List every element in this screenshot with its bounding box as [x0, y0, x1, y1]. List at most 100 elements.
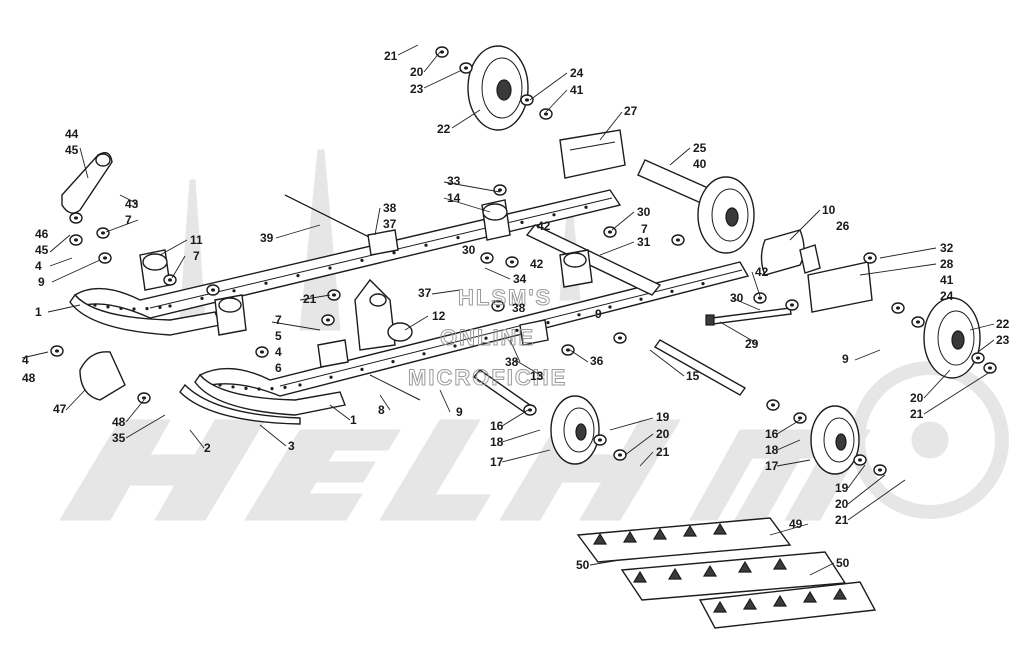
callout-7: 7 — [641, 222, 648, 236]
callout-21: 21 — [656, 445, 670, 459]
leader-line — [259, 424, 287, 447]
leader-line — [509, 339, 521, 363]
leader-line — [776, 419, 801, 435]
cleat — [737, 560, 753, 573]
block-38-upper — [367, 229, 399, 256]
washer-hole — [771, 403, 775, 407]
cleat — [632, 570, 648, 583]
washer-hole — [74, 238, 78, 242]
cleat — [682, 524, 698, 537]
leader-line — [443, 197, 491, 213]
rail-hole — [283, 385, 287, 389]
rail-hole — [119, 306, 123, 310]
rear-bracket-28 — [807, 261, 873, 313]
callout-33: 33 — [447, 174, 461, 188]
callout-45: 45 — [65, 143, 79, 157]
idler-wheel-mid-right-17 — [810, 405, 860, 475]
washer-hole — [618, 453, 622, 457]
leader-line — [451, 109, 481, 129]
rail-hole — [296, 274, 300, 278]
callout-9: 9 — [842, 352, 849, 366]
washer-hole — [566, 348, 570, 352]
leader-line — [854, 349, 881, 361]
callout-20: 20 — [835, 497, 849, 511]
cleat — [772, 557, 788, 570]
leader-line — [439, 389, 451, 413]
rail-hole — [270, 387, 274, 391]
leader-line — [299, 294, 331, 301]
callout-24: 24 — [570, 66, 584, 80]
rail-hole — [520, 220, 524, 224]
callout-7: 7 — [125, 213, 132, 227]
callout-19: 19 — [656, 410, 670, 424]
washer-hole — [916, 320, 920, 324]
callout-38: 38 — [512, 301, 526, 315]
washers-and-nuts — [50, 46, 997, 476]
callout-16: 16 — [765, 427, 779, 441]
rail-hole — [231, 385, 235, 389]
block-38-lower — [519, 319, 549, 346]
callout-47: 47 — [53, 402, 67, 416]
callout-23: 23 — [996, 333, 1010, 347]
rail-hole — [132, 307, 136, 311]
callout-3: 3 — [288, 439, 295, 453]
washer-hole — [485, 256, 489, 260]
logo-spire-center — [299, 149, 341, 331]
leader-line — [589, 559, 621, 566]
callout-17: 17 — [490, 455, 504, 469]
logo-letter-l — [379, 419, 491, 521]
callout-30: 30 — [637, 205, 651, 219]
rail-hole — [360, 258, 364, 262]
rail-hole — [392, 251, 396, 255]
rail-hole — [218, 383, 222, 387]
callout-17: 17 — [765, 459, 779, 473]
rail-hole — [232, 289, 236, 293]
leader-line — [789, 209, 821, 241]
callout-12: 12 — [432, 309, 446, 323]
callout-42: 42 — [537, 219, 551, 233]
leader-line — [639, 451, 654, 467]
callout-26: 26 — [836, 219, 850, 233]
callout-21: 21 — [910, 407, 924, 421]
rail-hole — [391, 360, 395, 364]
leader-line — [751, 271, 761, 297]
callout-22: 22 — [996, 317, 1010, 331]
leader-line — [443, 181, 501, 193]
logo-wheel-hub — [911, 421, 949, 459]
rail-hole — [515, 328, 519, 332]
washer-hole — [142, 396, 146, 400]
washer-hole — [598, 438, 602, 442]
leader-line — [125, 414, 166, 439]
callout-13: 13 — [530, 369, 544, 383]
callout-21: 21 — [384, 49, 398, 63]
right-rail-front-curve — [194, 373, 346, 416]
leader-line — [669, 147, 691, 166]
rail-hole — [422, 352, 426, 356]
logo-letter-e — [244, 429, 401, 521]
callout-32: 32 — [940, 241, 954, 255]
washer-hole — [498, 188, 502, 192]
washer-hole — [528, 408, 532, 412]
washer-hole — [790, 303, 794, 307]
callout-42: 42 — [755, 265, 769, 279]
callout-1: 1 — [35, 305, 42, 319]
callout-43: 43 — [125, 197, 139, 211]
leader-line — [431, 289, 461, 295]
watermark-line-2: ONLINE — [440, 325, 535, 350]
leader-line — [609, 417, 654, 431]
leader-line — [719, 321, 759, 345]
washer-hole — [758, 296, 762, 300]
callout-20: 20 — [656, 427, 670, 441]
bolt-8 — [369, 374, 421, 401]
long-shaft-15 — [653, 339, 747, 396]
idler-wheel-rear-left-25 — [697, 176, 755, 254]
leader-line — [859, 263, 937, 276]
callout-9: 9 — [38, 275, 45, 289]
washer-hole — [976, 356, 980, 360]
rail-hole — [106, 305, 110, 309]
leader-line — [514, 359, 543, 377]
leader-line — [649, 349, 685, 377]
callout-41: 41 — [940, 273, 954, 287]
leader-line — [847, 479, 906, 521]
bumper-47 — [79, 351, 126, 401]
